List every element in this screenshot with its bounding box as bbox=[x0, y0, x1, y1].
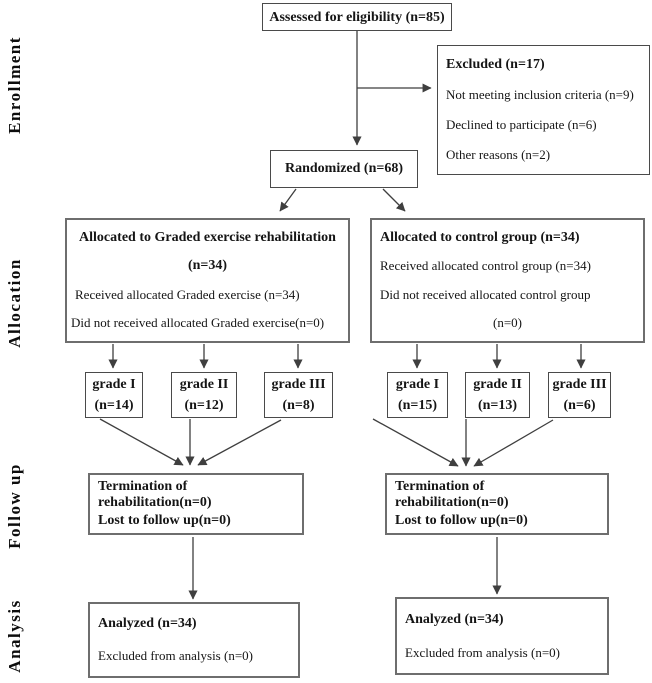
box-ctl-grade-1: grade I (n=15) bbox=[387, 372, 448, 418]
grade-n: (n=15) bbox=[397, 398, 438, 413]
control-not-received-n: (n=0) bbox=[493, 314, 522, 330]
grade-n: (n=13) bbox=[477, 398, 518, 413]
ctl-followup-termination: Termination of rehabilitation(n=0) bbox=[395, 479, 509, 510]
intervention-title: Allocated to Graded exercise rehabilitat… bbox=[79, 230, 336, 246]
randomized-text: Randomized (n=68) bbox=[284, 161, 404, 176]
control-not-received: Did not received allocated control group bbox=[380, 286, 591, 302]
intervention-received: Received allocated Graded exercise (n=34… bbox=[75, 286, 300, 302]
box-ctl-analysis: Analyzed (n=34) Excluded from analysis (… bbox=[395, 597, 609, 675]
ctl-analyzed: Analyzed (n=34) bbox=[405, 611, 504, 627]
arrow-ctl-grade3-to-followup bbox=[473, 419, 554, 467]
arrow-int-grade1-to-followup bbox=[99, 418, 184, 466]
excluded-title: Excluded (n=17) bbox=[446, 57, 545, 72]
grade-n: (n=6) bbox=[563, 398, 596, 413]
box-allocated-intervention: Allocated to Graded exercise rehabilitat… bbox=[65, 218, 350, 343]
grade-n: (n=12) bbox=[184, 398, 224, 413]
intervention-not-received: Did not received allocated Graded exerci… bbox=[71, 314, 325, 330]
box-int-grade-3: grade III (n=8) bbox=[264, 372, 333, 418]
control-title: Allocated to control group (n=34) bbox=[380, 230, 580, 246]
stage-label-enrollment: Enrollment bbox=[5, 36, 24, 134]
ctl-analysis-excluded: Excluded from analysis (n=0) bbox=[405, 644, 560, 660]
ctl-followup-lost: Lost to follow up(n=0) bbox=[395, 513, 528, 528]
int-followup-termination: Termination of rehabilitation(n=0) bbox=[98, 479, 212, 510]
excluded-reason: Other reasons (n=2) bbox=[446, 147, 551, 162]
box-int-followup: Termination of rehabilitation(n=0) Lost … bbox=[88, 473, 304, 535]
box-assessed-eligibility: Assessed for eligibility (n=85) bbox=[262, 3, 452, 31]
grade-label: grade II bbox=[473, 377, 522, 392]
grade-label: grade III bbox=[271, 377, 326, 392]
int-followup-lost: Lost to follow up(n=0) bbox=[98, 513, 231, 528]
grade-label: grade III bbox=[552, 377, 607, 392]
arrow-ctl-grade1-to-followup bbox=[372, 418, 459, 467]
box-excluded: Excluded (n=17) Not meeting inclusion cr… bbox=[437, 45, 650, 175]
control-received: Received allocated control group (n=34) bbox=[380, 258, 591, 274]
grade-n: (n=8) bbox=[282, 398, 315, 413]
box-randomized: Randomized (n=68) bbox=[270, 150, 418, 188]
stage-label-allocation: Allocation bbox=[5, 258, 24, 348]
assessed-text: Assessed for eligibility (n=85) bbox=[269, 10, 445, 25]
int-analyzed: Analyzed (n=34) bbox=[98, 616, 197, 631]
arrow-int-grade3-to-followup bbox=[197, 419, 282, 466]
grade-label: grade I bbox=[395, 377, 440, 392]
box-int-analysis: Analyzed (n=34) Excluded from analysis (… bbox=[88, 602, 300, 678]
stage-label-analysis: Analysis bbox=[5, 599, 24, 673]
excluded-reason: Declined to participate (n=6) bbox=[446, 117, 597, 132]
arrow-randomized-to-intervention bbox=[279, 188, 297, 212]
excluded-reason: Not meeting inclusion criteria (n=9) bbox=[446, 87, 634, 102]
arrow-randomized-to-control bbox=[382, 188, 406, 212]
grade-label: grade II bbox=[179, 377, 229, 392]
grade-n: (n=14) bbox=[94, 398, 134, 413]
box-int-grade-1: grade I (n=14) bbox=[85, 372, 143, 418]
box-ctl-grade-3: grade III (n=6) bbox=[548, 372, 611, 418]
box-ctl-followup: Termination of rehabilitation(n=0) Lost … bbox=[385, 473, 609, 535]
box-int-grade-2: grade II (n=12) bbox=[171, 372, 237, 418]
intervention-n: (n=34) bbox=[187, 258, 228, 274]
int-analysis-excluded: Excluded from analysis (n=0) bbox=[98, 648, 253, 663]
box-allocated-control: Allocated to control group (n=34) Receiv… bbox=[370, 218, 645, 343]
grade-label: grade I bbox=[92, 377, 136, 392]
box-ctl-grade-2: grade II (n=13) bbox=[465, 372, 530, 418]
stage-label-followup: Follow up bbox=[5, 463, 24, 549]
